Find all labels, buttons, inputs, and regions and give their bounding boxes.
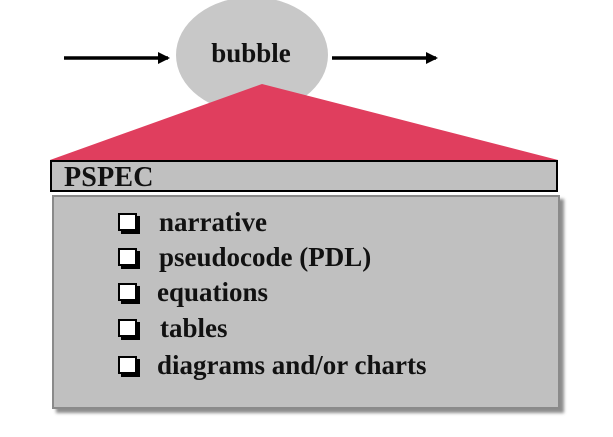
list-item: pseudocode (PDL) xyxy=(118,242,371,272)
bubble-label: bubble xyxy=(211,38,291,68)
checkbox-icon xyxy=(118,248,137,266)
checkbox-icon xyxy=(118,356,137,374)
checkbox-icon xyxy=(118,213,137,231)
item-label: equations xyxy=(157,277,269,307)
item-label: narrative xyxy=(159,207,267,237)
item-label: diagrams and/or charts xyxy=(157,350,427,380)
pspec-panel: narrative pseudocode (PDL) equations tab… xyxy=(52,195,560,409)
list-item: diagrams and/or charts xyxy=(118,350,427,380)
list-item: tables xyxy=(118,313,228,343)
bubble-shape xyxy=(176,0,328,113)
item-label: tables xyxy=(160,313,228,343)
list-item: equations xyxy=(118,277,268,307)
checkbox-icon xyxy=(118,319,137,337)
pspec-title: PSPEC xyxy=(64,162,154,193)
checkbox-icon xyxy=(118,283,137,301)
item-label: pseudocode (PDL) xyxy=(159,242,372,272)
funnel-triangle xyxy=(50,84,558,160)
list-item: narrative xyxy=(118,207,267,237)
pspec-header: PSPEC xyxy=(50,160,558,193)
